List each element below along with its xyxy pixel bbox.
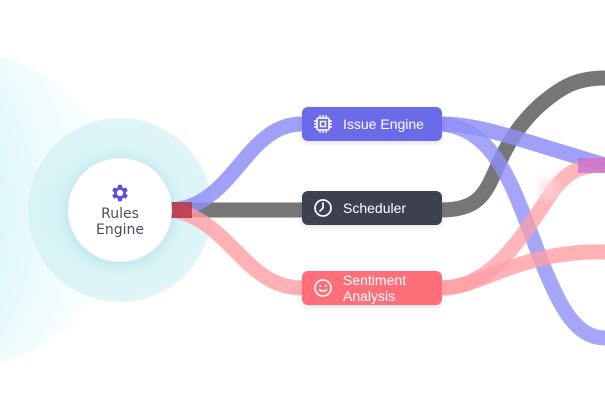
sentiment-analysis-label: Sentiment Analysis <box>343 272 407 304</box>
hub-label-line2: Engine <box>96 222 144 238</box>
hub-connector <box>170 202 192 218</box>
pink-dot <box>532 172 564 204</box>
smiley-icon <box>312 277 334 299</box>
issue-engine-node[interactable]: Issue Engine <box>302 107 442 141</box>
scheduler-node[interactable]: Scheduler <box>302 191 442 225</box>
gear-icon <box>112 184 128 202</box>
clock-icon <box>312 197 334 219</box>
edge-accent <box>578 158 605 173</box>
hub-label-line1: Rules <box>101 206 139 222</box>
scheduler-label: Scheduler <box>343 200 407 216</box>
chip-icon <box>312 113 334 135</box>
issue-engine-label: Issue Engine <box>343 116 424 132</box>
sentiment-analysis-node[interactable]: Sentiment Analysis <box>302 271 442 305</box>
rules-engine-hub: Rules Engine <box>68 158 172 262</box>
